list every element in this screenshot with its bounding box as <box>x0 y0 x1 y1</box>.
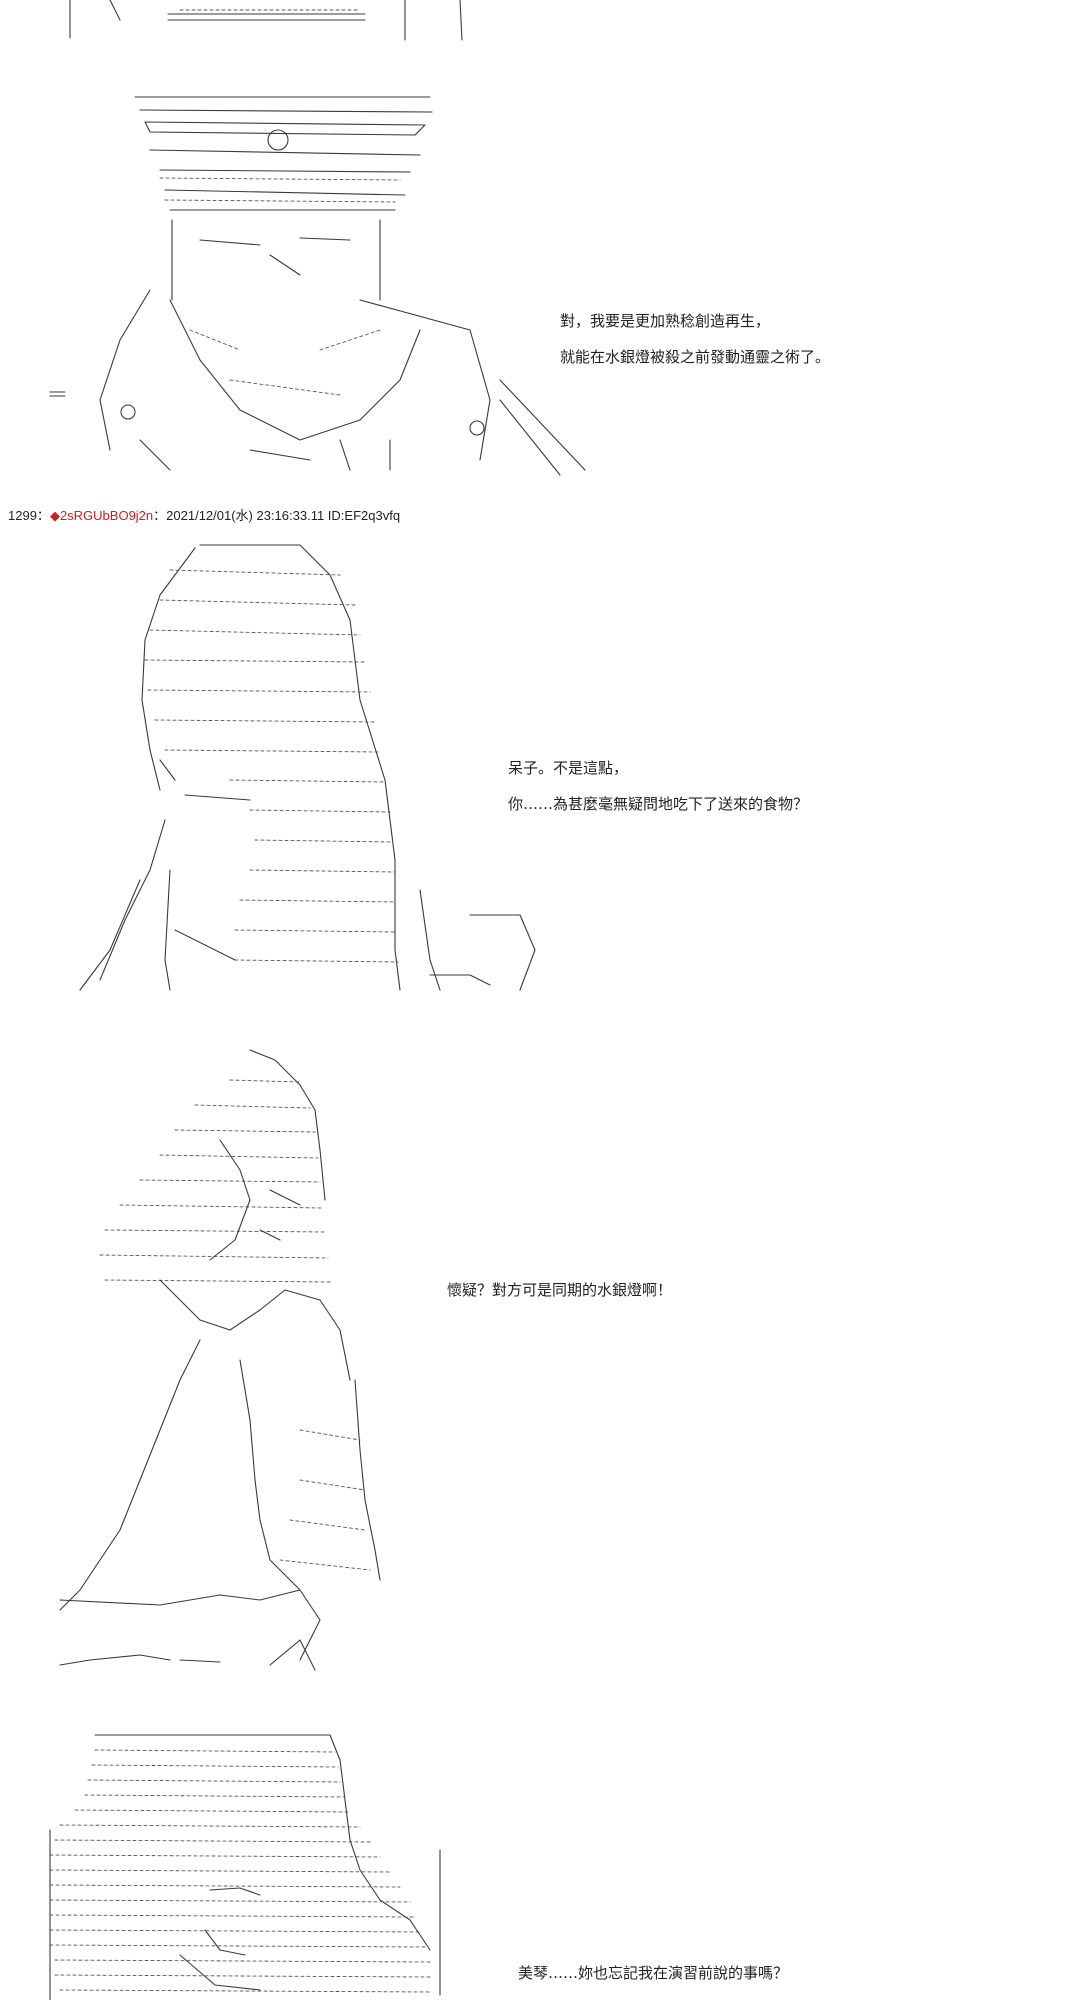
post-meta: ：2021/12/01(水) 23:16:33.11 ID:EF2q3vfq <box>153 508 401 523</box>
ascii-art-figure-shorthair <box>59 1049 381 1671</box>
trip-diamond-icon: ◆ <box>49 508 60 523</box>
dialog-block-3: 懷疑？對方可是同期的水銀燈啊！ <box>447 1279 672 1301</box>
dialog-block-1: 對，我要是更加熟稔創造再生， 就能在水銀燈被殺之前發動通靈之術了。 <box>560 310 830 368</box>
dialog-line: 懷疑？對方可是同期的水銀燈啊！ <box>447 1281 673 1299</box>
dialog-line: 對，我要是更加熟稔創造再生， <box>560 312 771 330</box>
post-header: 1299：◆2sRGUbBO9j2n：2021/12/01(水) 23:16:3… <box>8 507 400 525</box>
ascii-art-figure-bottom <box>49 1734 441 2000</box>
dialog-line: 你……為甚麼毫無疑問地吃下了送來的食物？ <box>508 795 809 813</box>
post-number: 1299 <box>8 508 37 523</box>
ascii-art-figure-cap <box>49 96 586 476</box>
dialog-line: 美琴……妳也忘記我在演習前說的事嗎？ <box>518 1964 789 1982</box>
dialog-line: 就能在水銀燈被殺之前發動通靈之術了。 <box>560 348 831 366</box>
post-trip[interactable]: 2sRGUbBO9j2n <box>59 508 154 523</box>
ascii-art-fragment-top <box>69 0 463 41</box>
dialog-block-4: 美琴……妳也忘記我在演習前說的事嗎？ <box>518 1962 788 1984</box>
dialog-block-2: 呆子。不是這點， 你……為甚麼毫無疑問地吃下了送來的食物？ <box>508 757 808 815</box>
post-separator: ： <box>36 508 50 523</box>
ascii-art-figure-longhair <box>79 544 536 991</box>
dialog-line: 呆子。不是這點， <box>508 759 629 777</box>
